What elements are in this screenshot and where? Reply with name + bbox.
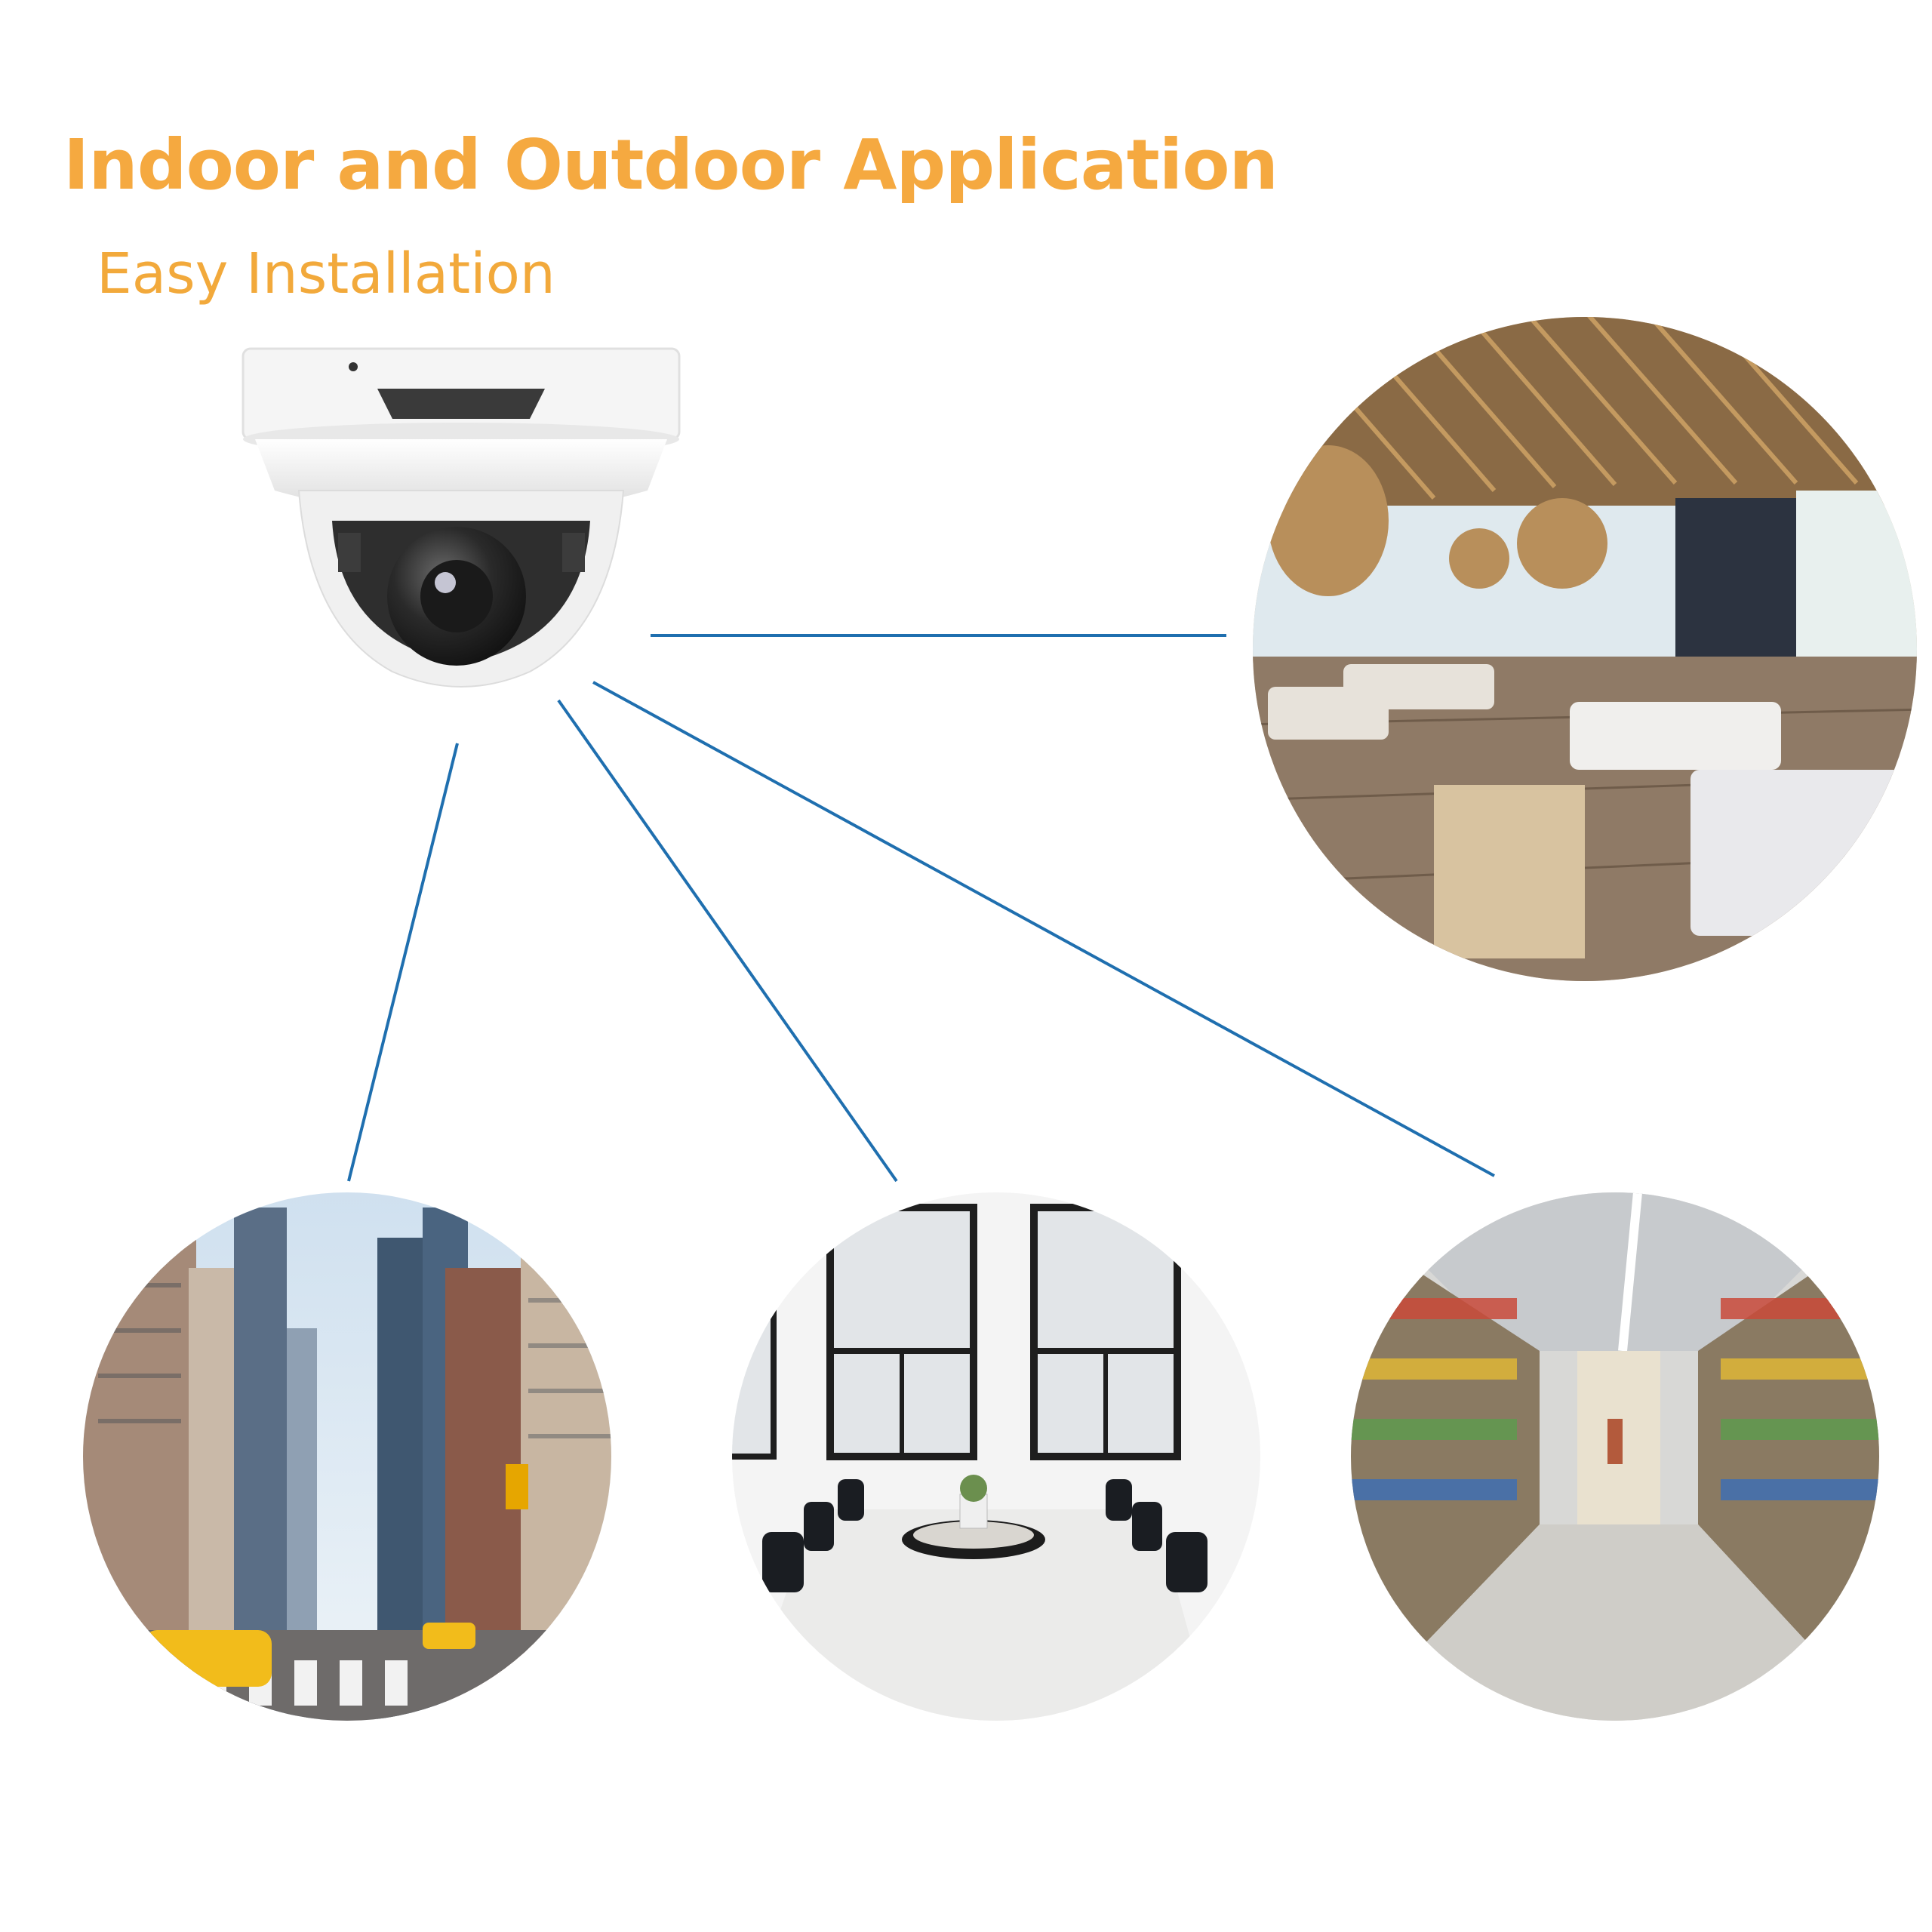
page-subtitle: Easy Installation <box>97 242 555 306</box>
meeting-room-photo <box>732 1192 1260 1721</box>
supermarket-aisle-photo <box>1351 1192 1879 1721</box>
dome-camera-icon <box>242 347 681 688</box>
connector-lines <box>347 634 1495 1183</box>
page-title: Indoor and Outdoor Application <box>63 125 1278 205</box>
city-street-photo <box>83 1192 611 1721</box>
connector-line-meeting <box>557 699 898 1183</box>
connector-line-store <box>592 681 1495 1177</box>
connector-line-street <box>347 743 459 1182</box>
lounge-photo <box>1253 317 1917 981</box>
